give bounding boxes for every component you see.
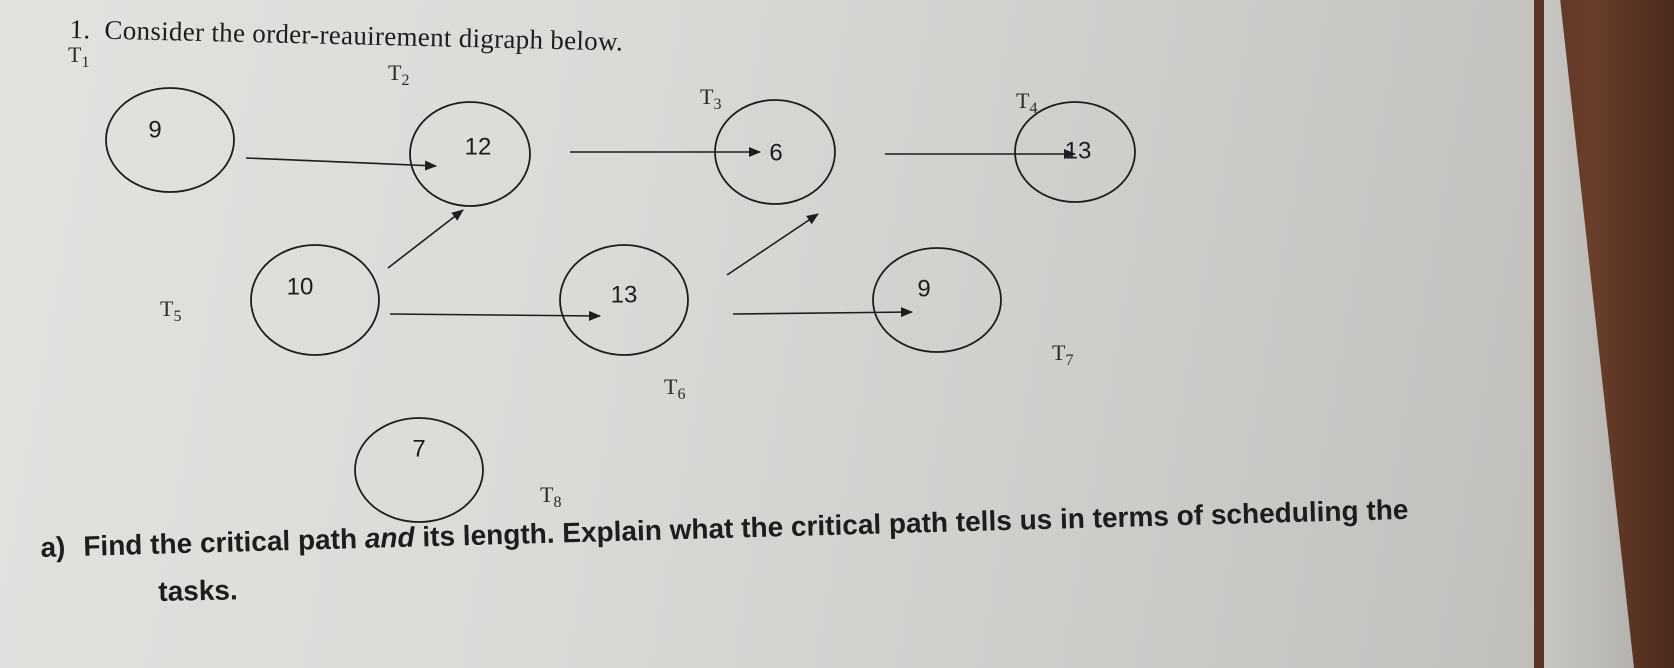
task-label-t6: T6 xyxy=(664,374,685,403)
node-t1: 9 xyxy=(105,87,235,193)
task-label-t7: T7 xyxy=(1052,340,1073,369)
node-t4: 13 xyxy=(1014,101,1136,203)
node-circle-t5 xyxy=(250,244,380,356)
question-text-part1: Find the critical path xyxy=(82,522,366,562)
node-circle-t3 xyxy=(714,99,836,205)
node-duration-t1: 9 xyxy=(148,116,161,143)
edge-t6-to-t7 xyxy=(732,307,913,318)
node-duration-t4: 13 xyxy=(1065,137,1092,164)
question-a-continuation: tasks. xyxy=(158,574,239,607)
node-duration-t8: 7 xyxy=(412,435,425,462)
task-label-t4: T4 xyxy=(1016,88,1037,117)
node-duration-t5: 10 xyxy=(287,273,314,300)
node-t5: 10 xyxy=(250,244,380,356)
node-t2: 12 xyxy=(409,101,531,207)
node-circle-t6 xyxy=(559,244,689,356)
node-t8: 7 xyxy=(354,417,484,523)
node-circle-t2 xyxy=(409,101,531,207)
node-circle-t7 xyxy=(872,247,1002,353)
node-duration-t6: 13 xyxy=(611,281,638,308)
edge-t5-to-t6 xyxy=(389,310,601,321)
node-circle-t8 xyxy=(354,417,484,523)
node-duration-t2: 12 xyxy=(465,133,492,160)
task-label-t8: T8 xyxy=(540,482,561,511)
node-t7: 9 xyxy=(872,247,1002,353)
edge-t1-to-t2 xyxy=(245,157,437,171)
task-label-t5: T5 xyxy=(160,296,181,325)
node-circle-t4 xyxy=(1014,101,1136,203)
task-label-t3: T3 xyxy=(700,84,721,113)
task-label-t2: T2 xyxy=(388,60,409,89)
node-t6: 13 xyxy=(559,244,689,356)
question-emphasis: and xyxy=(364,521,416,554)
edge-t6-to-t3 xyxy=(726,213,819,276)
node-duration-t7: 9 xyxy=(917,275,930,302)
edge-t5-to-t2 xyxy=(387,209,464,269)
edges-layer xyxy=(245,147,1076,321)
nodes-layer: 9 12 6 13 10 13 9 7 xyxy=(105,87,1136,523)
node-circle-t1 xyxy=(105,87,235,193)
task-label-t1: T1 xyxy=(68,42,89,71)
node-duration-t3: 6 xyxy=(769,139,782,166)
question-label: a) xyxy=(40,531,66,563)
node-t3: 6 xyxy=(714,99,836,205)
